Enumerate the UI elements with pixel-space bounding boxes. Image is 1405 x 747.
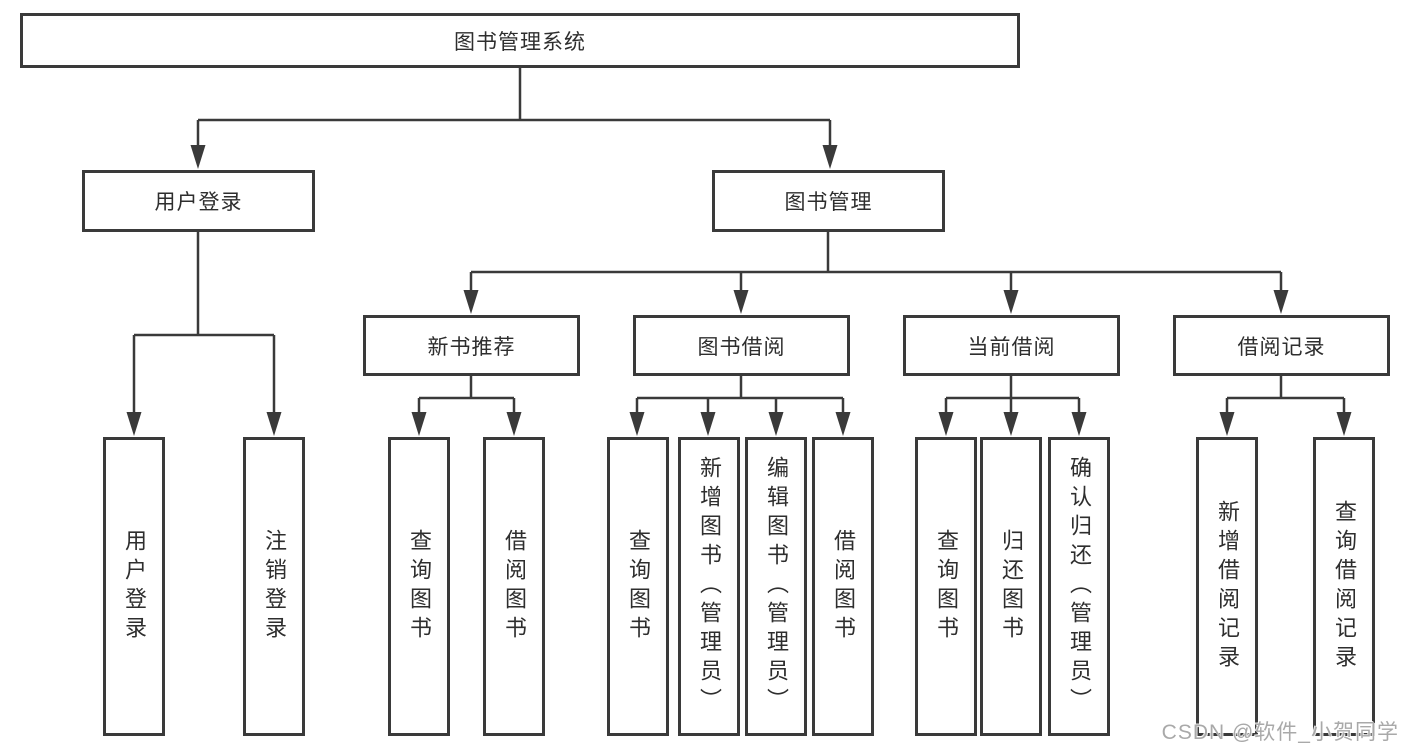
leaf-edit-book-admin: 编辑图书（管理员） [745, 437, 807, 736]
leaf-borrow-query-books: 查询图书 [607, 437, 669, 736]
node-new-book-recommend: 新书推荐 [363, 315, 580, 376]
leaf-current-query-books: 查询图书 [915, 437, 977, 736]
root-node-library-system: 图书管理系统 [20, 13, 1020, 68]
leaf-recommend-query-books: 查询图书 [388, 437, 450, 736]
node-borrow-records: 借阅记录 [1173, 315, 1390, 376]
leaf-confirm-return-admin: 确认归还（管理员） [1048, 437, 1110, 736]
leaf-return-book: 归还图书 [980, 437, 1042, 736]
node-book-management: 图书管理 [712, 170, 945, 232]
leaf-logout: 注销登录 [243, 437, 305, 736]
node-current-borrow: 当前借阅 [903, 315, 1120, 376]
leaf-user-login: 用户登录 [103, 437, 165, 736]
leaf-recommend-borrow-books: 借阅图书 [483, 437, 545, 736]
leaf-add-book-admin: 新增图书（管理员） [678, 437, 740, 736]
csdn-watermark: CSDN @软件_小贺同学 [1161, 721, 1399, 744]
leaf-borrow-book: 借阅图书 [812, 437, 874, 736]
node-book-borrow: 图书借阅 [633, 315, 850, 376]
leaf-add-borrow-record: 新增借阅记录 [1196, 437, 1258, 736]
leaf-query-borrow-record: 查询借阅记录 [1313, 437, 1375, 736]
node-user-login-branch: 用户登录 [82, 170, 315, 232]
